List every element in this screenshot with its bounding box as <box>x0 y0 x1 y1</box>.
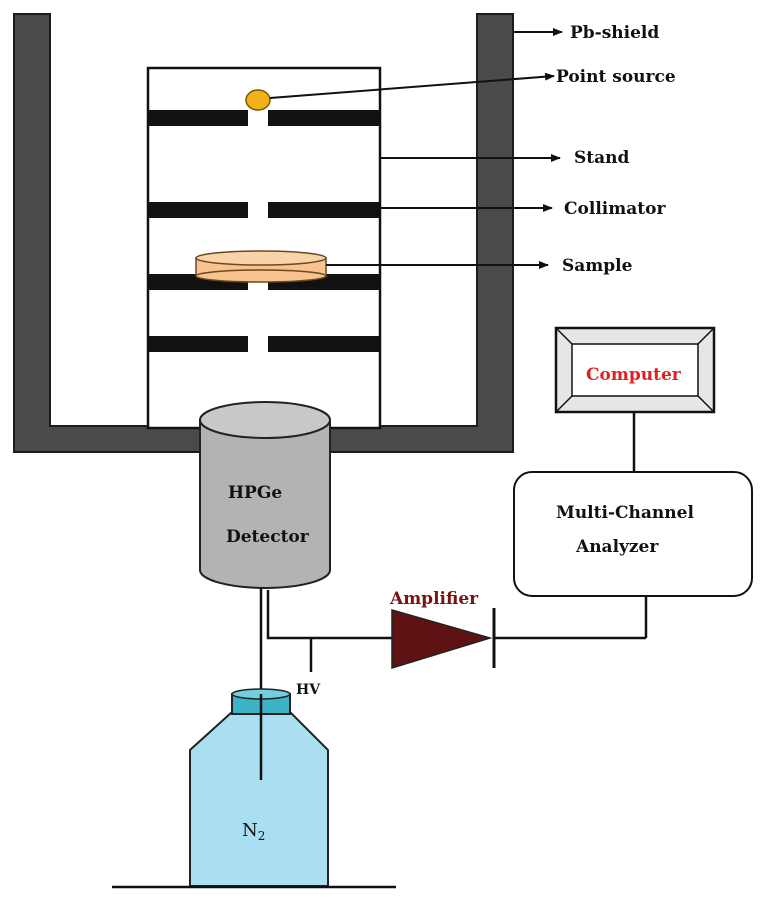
collimator-plate <box>148 202 248 218</box>
hv-label: HV <box>296 682 321 698</box>
mca-box <box>513 471 753 597</box>
collimator-plate <box>268 202 380 218</box>
n2-dewar-icon <box>189 688 329 887</box>
collimator-plate <box>268 110 380 126</box>
amplifier-label: Amplifier <box>389 589 479 609</box>
callout-lines <box>269 28 563 269</box>
mca-label-line2: Analyzer <box>575 537 659 557</box>
mca-label-line1: Multi-Channel <box>556 503 694 523</box>
pb-shield-body <box>13 13 514 453</box>
computer-monitor-icon <box>554 326 716 414</box>
computer-screen <box>571 343 699 397</box>
point-source-label: Point source <box>556 67 676 87</box>
collimator-plate <box>148 110 248 126</box>
stand-label: Stand <box>574 148 630 168</box>
multi-channel-analyzer: Multi-Channel Analyzer <box>513 471 753 597</box>
collimator-plate <box>268 336 380 352</box>
detector-amplifier-wire <box>266 590 392 640</box>
collimator-plate <box>148 336 248 352</box>
pb-shield <box>13 13 514 453</box>
detector-body <box>199 419 331 589</box>
dewar-body <box>189 711 329 887</box>
amplifier-icon <box>391 608 496 670</box>
point-source-icon <box>245 89 271 111</box>
stand <box>146 66 382 430</box>
detector-label-line2: Detector <box>226 527 310 547</box>
pb-shield-label: Pb-shield <box>570 23 659 43</box>
computer-label: Computer <box>586 365 682 385</box>
collimator-label: Collimator <box>564 199 666 219</box>
hpge-detector: HPGe Detector <box>199 401 331 589</box>
detector-label-line1: HPGe <box>228 483 282 503</box>
n2-label-base: N <box>242 820 258 841</box>
point-source-arrow <box>269 72 555 99</box>
detector-top <box>199 401 331 439</box>
n2-label: N2 <box>242 820 265 843</box>
n2-label-subscript: 2 <box>258 829 266 843</box>
sample-dish <box>195 250 327 283</box>
sample-label: Sample <box>562 256 633 276</box>
